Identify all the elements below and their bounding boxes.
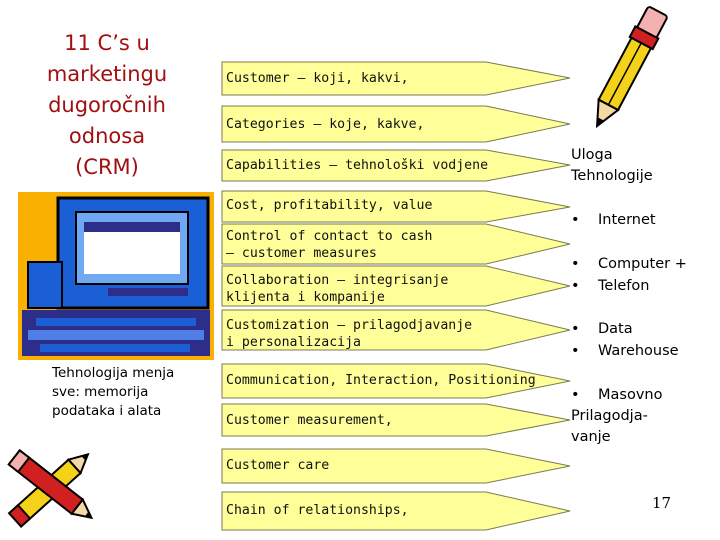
arrow-label: Customer care	[226, 458, 330, 473]
right-heading-line: Uloga	[571, 147, 613, 163]
arrow-shape	[221, 61, 571, 96]
arrow-shape	[221, 363, 571, 399]
arrow-label: Cost, profitability, value	[226, 198, 433, 213]
bullet-icon: •	[571, 212, 580, 228]
title-line: dugoročnih	[48, 93, 166, 117]
arrow-shape	[221, 403, 571, 437]
right-heading: Uloga Tehnologije	[571, 145, 653, 187]
arrow-label: Chain of relationships,	[226, 503, 409, 518]
slide-title: 11 C’s u marketingu dugoročnih odnosa (C…	[18, 28, 196, 183]
arrow-label: Communication, Interaction, Positioning	[226, 373, 536, 388]
page-number: 17	[652, 494, 672, 512]
arrow-shape	[221, 448, 571, 484]
arrow-label: Capabilities – tehnološki vodjene	[226, 158, 489, 173]
arrow-label: Control of contact to cash– customer mea…	[226, 229, 433, 261]
title-line: marketingu	[46, 62, 168, 86]
title-line: odnosa	[68, 124, 146, 148]
pencils-icon	[7, 448, 94, 528]
arrow-shape	[221, 223, 571, 265]
arrow-shape	[221, 491, 571, 531]
arrow-label: Customer – koji, kakvi,	[226, 71, 409, 86]
right-heading-line: Tehnologije	[571, 168, 653, 184]
arrow-label: Customer measurement,	[226, 413, 393, 428]
arrow-shape	[221, 265, 571, 307]
pencil-icon	[595, 6, 668, 129]
arrow-shape	[221, 190, 571, 223]
subtitle-line: podataka i alata	[52, 403, 162, 419]
subtitle-line: sve: memorija	[52, 384, 149, 400]
bullet-continuation: Prilagodja- vanje	[571, 408, 648, 445]
bullet-icon: •	[571, 387, 580, 403]
arrow-label: Categories – koje, kakve,	[226, 117, 425, 132]
arrow-shape	[221, 149, 571, 182]
subtitle-line: Tehnologija menja	[52, 365, 175, 381]
arrow-shape	[221, 309, 571, 351]
bullet-icon: •	[571, 256, 580, 272]
arrow-shape	[221, 105, 571, 143]
bullet-icon: •	[571, 343, 580, 359]
title-line: 11 C’s u	[64, 31, 150, 55]
bullet-icon: •	[571, 321, 580, 337]
computer-icon	[18, 192, 214, 360]
title-line: (CRM)	[75, 155, 139, 179]
bullet-icon: •	[571, 278, 580, 294]
subtitle: Tehnologija menja sve: memorija podataka…	[52, 364, 222, 421]
